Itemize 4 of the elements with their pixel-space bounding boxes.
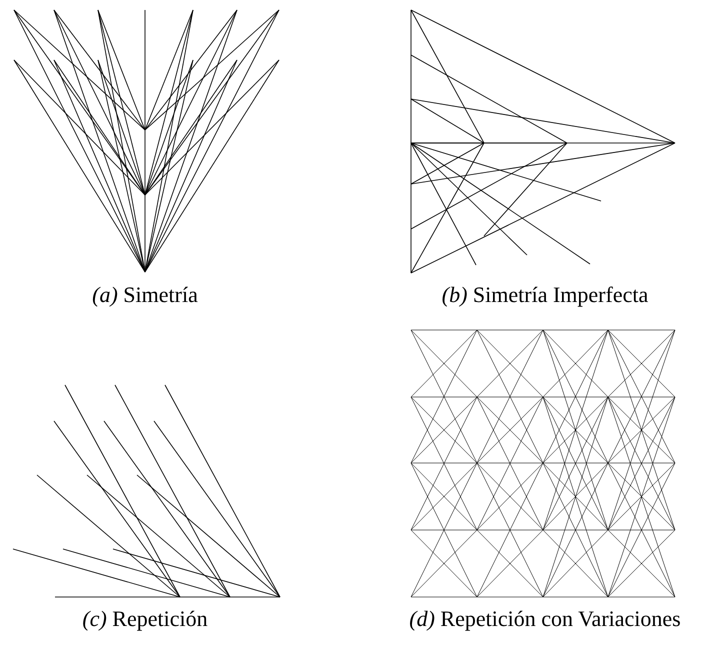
figure-caption: (d) Repetición con Variaciones <box>409 606 681 632</box>
figure-caption: (a) Simetría <box>92 282 198 308</box>
figure-caption: (b) Simetría Imperfecta <box>442 282 648 308</box>
figure-caption: (c) Repetición <box>82 606 208 632</box>
